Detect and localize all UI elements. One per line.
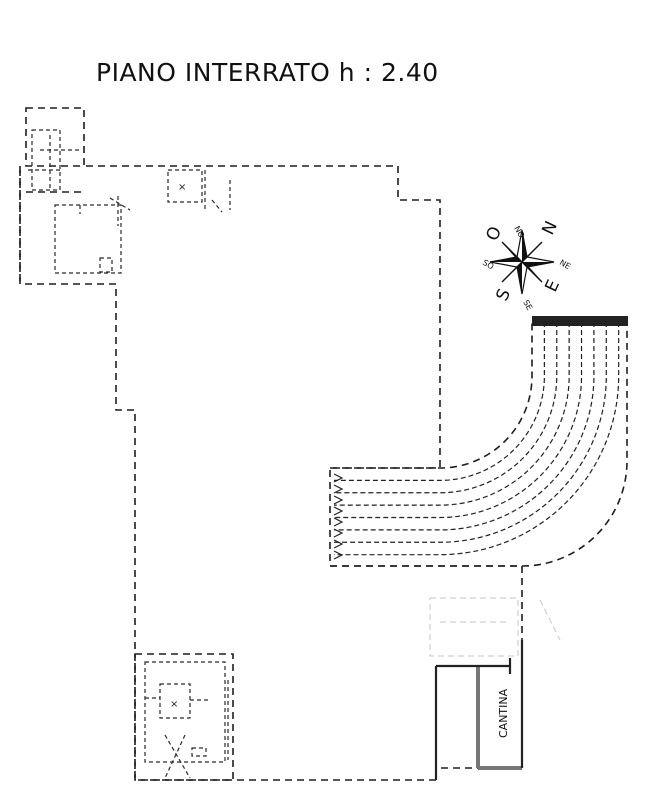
compass-label-ne: NE: [558, 258, 572, 271]
ramp-arrow: [333, 484, 344, 494]
compass-label-se: SE: [521, 299, 534, 312]
compass-label-no: NO: [512, 225, 526, 240]
ramp-step-line: [334, 322, 595, 531]
ramp-step-line: [334, 322, 558, 494]
top-left-rooms: [19, 107, 131, 284]
ramp-step-line: [334, 322, 545, 481]
ramp-arrow: [333, 506, 344, 516]
ramp-arrow: [333, 517, 344, 527]
ramp-arrow: [333, 473, 344, 483]
ramp-arrow: [333, 495, 344, 505]
ghost-marks: [429, 597, 561, 657]
curved-ramp: [330, 316, 628, 567]
compass-label-so: SO: [481, 258, 495, 271]
plan-title: PIANO INTERRATO h : 2.40: [96, 58, 439, 87]
compass-label-e: E: [541, 277, 564, 295]
room-label-cantina: CANTINA: [497, 688, 510, 738]
compass-label-s: S: [492, 286, 515, 304]
compass-label-n: N: [538, 218, 562, 238]
basement-perimeter: [19, 165, 523, 781]
ramp-step-line: [334, 322, 607, 543]
ramp-step-line: [334, 322, 570, 506]
cantina-room: [434, 640, 524, 780]
ramp-arrow: [333, 550, 344, 560]
compass-rose: [489, 229, 555, 295]
svg-text:×: ×: [178, 182, 186, 193]
top-shaft: ×: [167, 169, 231, 213]
ramp-step-line: [334, 322, 583, 519]
ramp-arrow: [333, 539, 344, 549]
compass-label-o: O: [482, 224, 506, 245]
bottom-left-rooms: ×: [134, 653, 234, 781]
svg-text:×: ×: [170, 699, 178, 710]
ramp-step-line: [334, 322, 620, 556]
ramp-arrow: [333, 528, 344, 538]
